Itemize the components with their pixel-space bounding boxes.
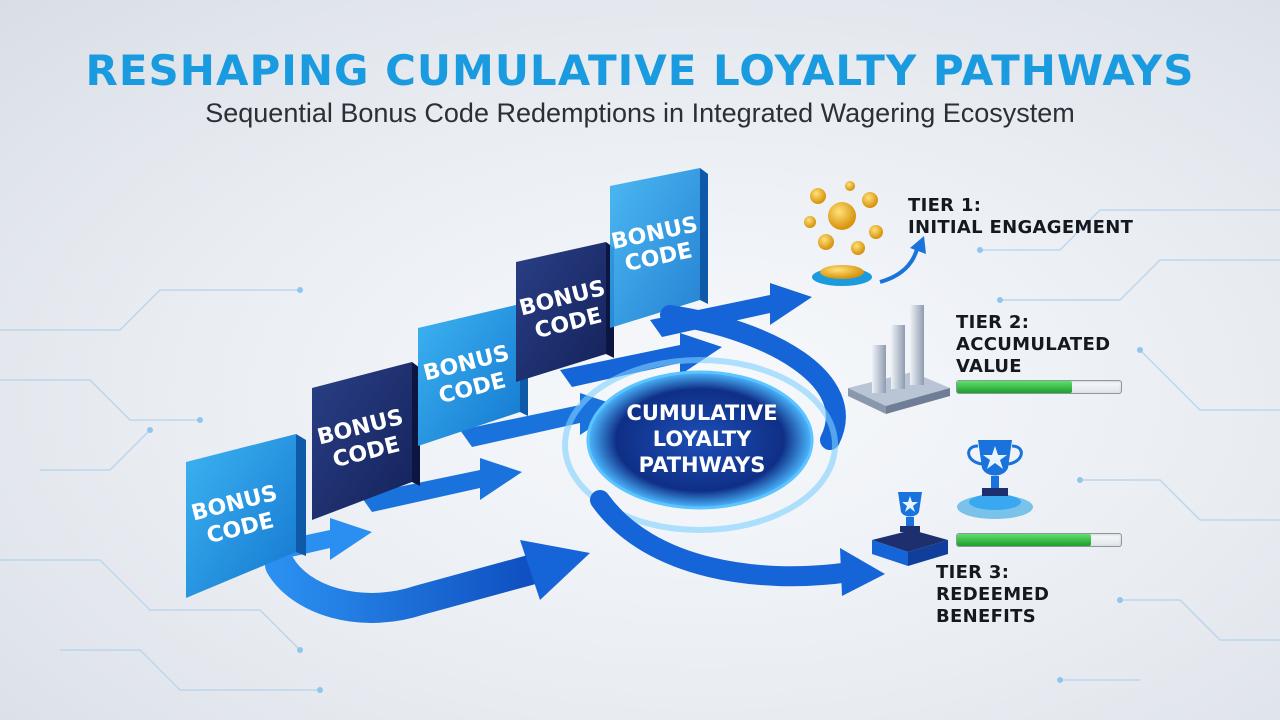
tier-1-description: INITIAL ENGAGEMENT xyxy=(908,217,1134,238)
circuit-line xyxy=(40,429,151,471)
tier-2-description-line1: ACCUMULATED xyxy=(956,334,1111,355)
loop-ribbon xyxy=(660,305,846,450)
circuit-line xyxy=(1139,349,1280,411)
circuit-line xyxy=(1080,479,1280,521)
bonus-code-block-1 xyxy=(186,434,306,598)
step-arrow-2 xyxy=(360,458,522,512)
center-label-line1: CUMULATIVE xyxy=(626,401,777,425)
page-subtitle: Sequential Bonus Code Redemptions in Int… xyxy=(205,98,1075,128)
tier-2-progress-bar xyxy=(956,380,1122,394)
tier-1-label: TIER 1: INITIAL ENGAGEMENT xyxy=(908,195,1133,239)
loop-arrowhead xyxy=(840,548,885,596)
coins-icon xyxy=(804,181,883,286)
circuit-line xyxy=(0,289,300,331)
tier-2-title: TIER 2: xyxy=(956,312,1030,333)
bar-chart-icon xyxy=(848,305,950,414)
tier-2-description-line2: VALUE xyxy=(956,356,1022,377)
circuit-node xyxy=(1117,597,1123,603)
page-title: RESHAPING CUMULATIVE LOYALTY PATHWAYS xyxy=(85,46,1195,95)
tier-3-title: TIER 3: xyxy=(936,562,1010,583)
lower-path-ribbon xyxy=(265,550,545,623)
center-label-line3: PATHWAYS xyxy=(639,453,766,477)
circuit-line xyxy=(60,649,320,691)
circuit-line xyxy=(0,379,200,421)
circuit-node xyxy=(977,247,983,253)
circuit-node xyxy=(997,297,1003,303)
circuit-node xyxy=(1077,477,1083,483)
small-trophy-icon xyxy=(872,492,948,566)
tier-3-progress-fill xyxy=(957,534,1092,546)
circuit-node xyxy=(147,427,153,433)
tier-3-description-line1: REDEEMED xyxy=(936,584,1050,605)
tier-2-progress-fill xyxy=(957,381,1072,393)
tier-1-title: TIER 1: xyxy=(908,195,982,216)
circuit-node xyxy=(1137,347,1143,353)
tier-3-progress-bar xyxy=(956,533,1122,547)
tier1-arrow-icon xyxy=(879,244,920,284)
tier1-arrowhead xyxy=(910,236,926,254)
tier-3-label: TIER 3: REDEEMED BENEFITS xyxy=(936,562,1049,628)
center-label-line2: LOYALTY xyxy=(653,427,752,451)
lower-path-arrowhead xyxy=(520,540,590,600)
bonus-code-block-5 xyxy=(610,168,708,328)
center-disc xyxy=(586,370,814,510)
circuit-node xyxy=(297,647,303,653)
circuit-line xyxy=(0,559,301,651)
tier-3-description-line2: BENEFITS xyxy=(936,606,1037,627)
circuit-line xyxy=(1000,259,1280,301)
loop-ribbon-lower xyxy=(590,490,860,587)
circuit-line xyxy=(980,209,1280,251)
trophy-icon xyxy=(957,440,1033,519)
circuit-node xyxy=(1057,677,1063,683)
circuit-node xyxy=(317,687,323,693)
circuit-node xyxy=(297,287,303,293)
circuit-line xyxy=(1120,599,1280,641)
circuit-node xyxy=(197,417,203,423)
center-glow xyxy=(562,357,838,533)
tier-2-label: TIER 2: ACCUMULATED VALUE xyxy=(956,312,1110,378)
